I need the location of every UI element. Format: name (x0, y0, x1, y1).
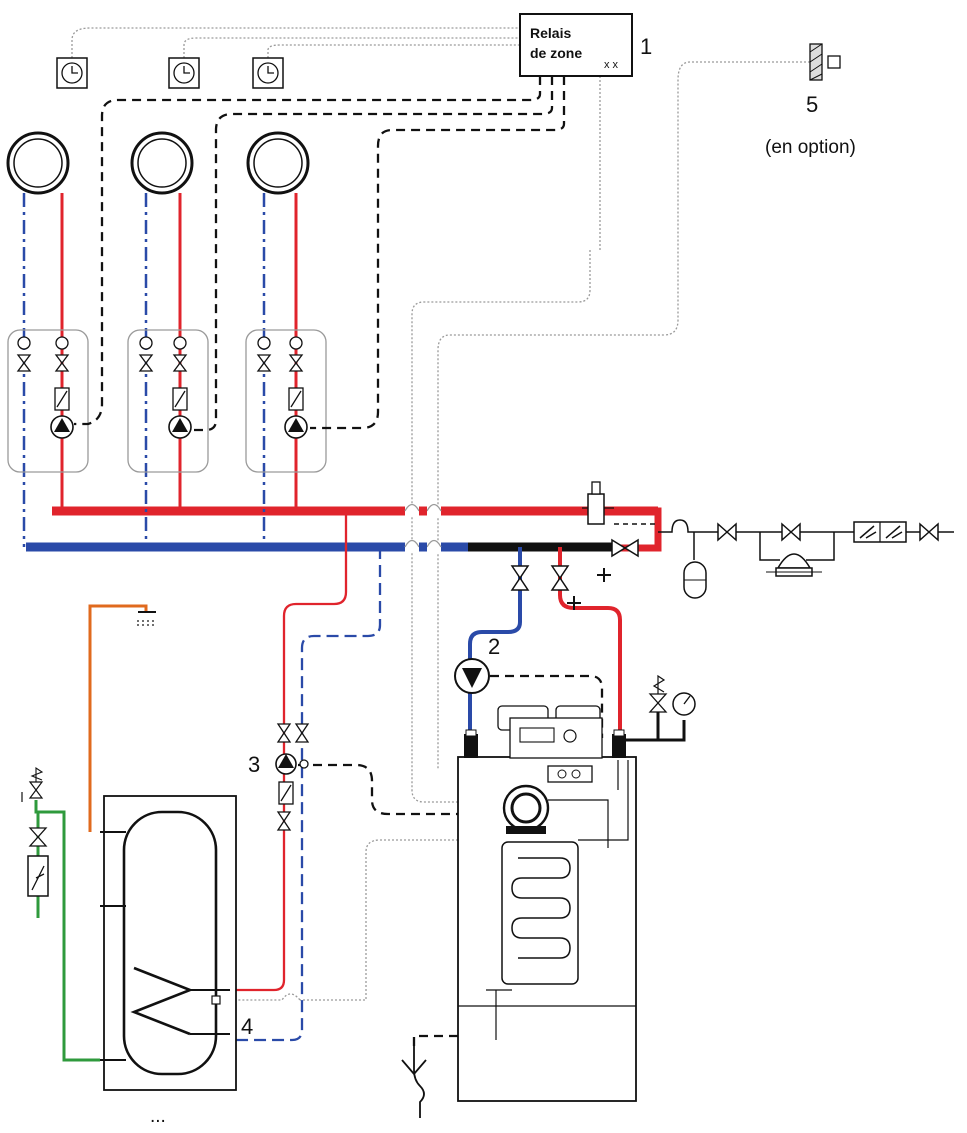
riser-valves (510, 565, 570, 591)
header-crossing-stubs (419, 506, 427, 552)
boiler (457, 705, 637, 1102)
header-crossing-arcs (404, 503, 442, 548)
pump-group-boxes (7, 329, 327, 473)
dhw-loop-pipes (222, 511, 382, 1042)
relay-label-line2: de zone (530, 45, 582, 61)
timer-icon-1 (56, 57, 88, 89)
callout-1: 1 (640, 34, 652, 59)
drain-siphon (401, 1046, 427, 1118)
heating-circuit-1 (6, 131, 70, 547)
dhw-valves (276, 723, 310, 831)
callout-4: 4 (241, 1014, 253, 1039)
header-end-valve (611, 538, 639, 558)
pump-group-1-components (16, 336, 74, 439)
dhw-hot-outlet (88, 604, 148, 832)
fill-line (614, 519, 954, 561)
callout-5: 5 (806, 92, 818, 117)
pump-group-3-components (256, 336, 308, 439)
callout-2: 2 (488, 634, 500, 659)
boiler-pump (454, 658, 490, 694)
plus-marks (567, 568, 611, 610)
optional-note: (en option) (765, 137, 856, 158)
relay-label-line1: Relais (530, 25, 571, 41)
hydraulic-separator (582, 481, 614, 525)
heating-circuit-3 (246, 131, 310, 547)
pump-group-2-components (138, 336, 192, 439)
cold-water-supply (34, 800, 100, 1062)
boiler-supply-riser (558, 547, 622, 734)
boiler-return-riser (468, 547, 522, 734)
callout-3: 3 (248, 752, 260, 777)
bottom-ellipsis: ... (150, 1106, 166, 1127)
fill-valves (717, 522, 939, 542)
shower-icon (137, 611, 156, 626)
heating-circuit-2 (130, 131, 194, 547)
backflow-preventer (766, 553, 822, 577)
supply-header (52, 506, 662, 552)
check-valve-pair (853, 521, 907, 543)
control-wiring (74, 76, 604, 1046)
relay-marks: x x (604, 59, 619, 71)
timer-icon-3 (252, 57, 284, 89)
outdoor-sensor-icon (809, 43, 841, 81)
cold-water-components (21, 766, 49, 897)
sensor-wiring (71, 27, 810, 1001)
dhw-tank (100, 795, 237, 1091)
dhw-loading-pump (275, 753, 309, 805)
safety-group (626, 674, 696, 742)
timer-icon-2 (168, 57, 200, 89)
zone-relay: Relais de zone x x (519, 13, 633, 77)
expansion-vessel (683, 561, 707, 599)
